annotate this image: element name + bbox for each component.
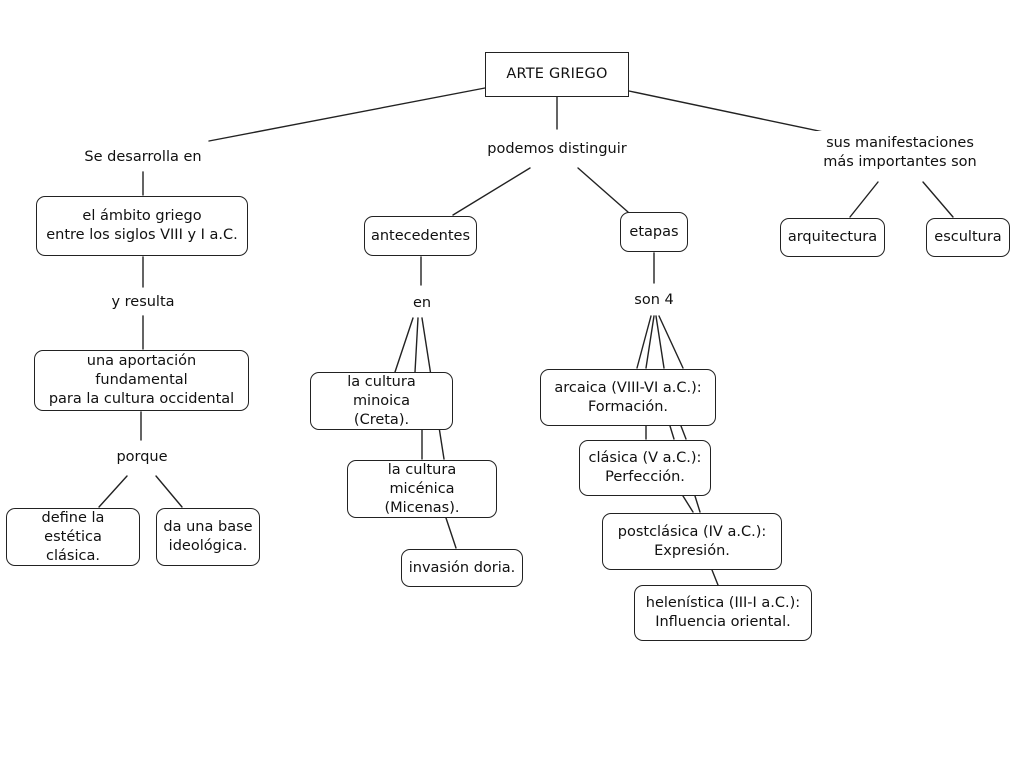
concept-etapa-arcaica: arcaica (VIII-VI a.C.): Formación. [540, 369, 716, 426]
connector-line [711, 569, 719, 586]
connector-line [636, 315, 652, 369]
concept-etapa-helenistica: helenística (III-I a.C.): Influencia ori… [634, 585, 812, 641]
concept-etapa-postclasica: postclásica (IV a.C.): Expresión. [602, 513, 782, 570]
concept-antecedentes: antecedentes [364, 216, 477, 256]
connector-line [682, 495, 694, 513]
connector-line [849, 181, 879, 218]
link-en: en [404, 289, 440, 317]
connector-line [680, 425, 687, 440]
concept-aportacion-fundamental: una aportación fundamental para la cultu… [34, 350, 249, 411]
concept-etapas: etapas [620, 212, 688, 252]
connector-line [452, 167, 531, 216]
link-son-4: son 4 [624, 287, 684, 313]
concept-estetica-clasica: define la estética clásica. [6, 508, 140, 566]
connector-line [922, 181, 954, 218]
connector-line [155, 475, 183, 508]
connector-line [645, 315, 655, 369]
concept-cultura-micenica: la cultura micénica (Micenas). [347, 460, 497, 518]
concept-invasion-doria: invasión doria. [401, 549, 523, 587]
concept-arquitectura: arquitectura [780, 218, 885, 257]
concept-escultura: escultura [926, 218, 1010, 257]
connector-line [445, 517, 457, 549]
connector-line [98, 475, 128, 508]
link-sus-manifestaciones: sus manifestaciones más importantes son [812, 131, 988, 175]
connector-line [694, 495, 701, 513]
concept-base-ideologica: da una base ideológica. [156, 508, 260, 566]
link-podemos-distinguir: podemos distinguir [484, 133, 630, 165]
connector-line [628, 90, 834, 135]
connector-line [414, 317, 419, 373]
link-se-desarrolla-en: Se desarrolla en [76, 143, 210, 171]
link-porque: porque [108, 443, 176, 471]
concept-ambito-griego: el ámbito griego entre los siglos VIII y… [36, 196, 248, 256]
connector-line [577, 167, 629, 213]
connector-line [394, 317, 414, 373]
concept-etapa-clasica: clásica (V a.C.): Perfección. [579, 440, 711, 496]
connector-line [208, 87, 486, 142]
root-concept-arte-griego: ARTE GRIEGO [485, 52, 629, 97]
link-y-resulta: y resulta [103, 289, 183, 315]
connector-line [669, 425, 675, 440]
concept-cultura-minoica: la cultura minoica (Creta). [310, 372, 453, 430]
connector-line [655, 315, 665, 369]
connector-line [658, 315, 684, 369]
